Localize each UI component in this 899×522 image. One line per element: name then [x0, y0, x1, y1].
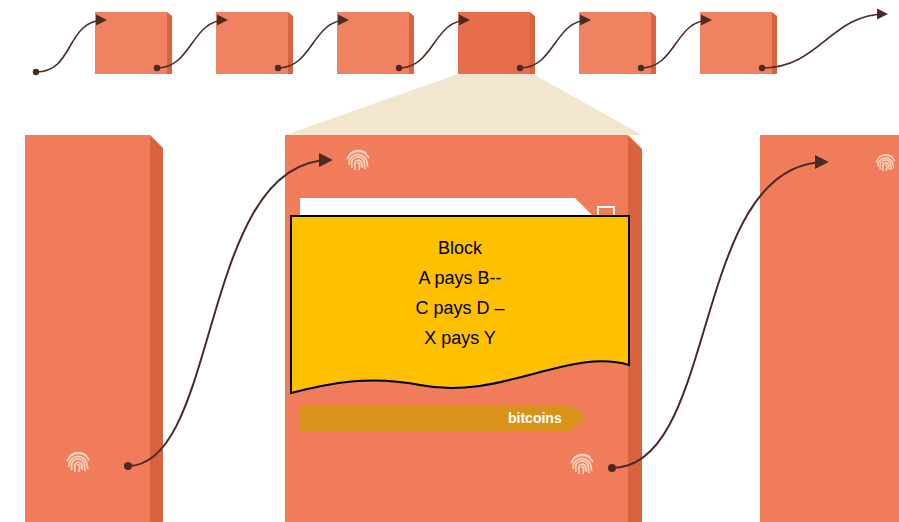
transaction-line: C pays D –: [290, 293, 630, 323]
fingerprint-icon: [67, 453, 88, 472]
block-heading: Block: [290, 233, 630, 263]
transaction-line: X pays Y: [290, 323, 630, 353]
bitcoin-arrow: [300, 405, 586, 431]
fingerprint-icon: [347, 151, 368, 170]
chain-squares: [95, 12, 777, 74]
zoom-highlight: [285, 74, 642, 135]
hash-links: [128, 160, 826, 468]
arrow-label: bitcoins: [508, 410, 562, 426]
chain-links: [36, 14, 886, 72]
big-blocks: [25, 135, 899, 522]
fingerprint-icon: [571, 455, 592, 474]
fingerprint-icon: [877, 155, 895, 171]
note-card: BlockA pays B--C pays D –X pays Y: [290, 215, 630, 397]
transaction-line: A pays B--: [290, 263, 630, 293]
